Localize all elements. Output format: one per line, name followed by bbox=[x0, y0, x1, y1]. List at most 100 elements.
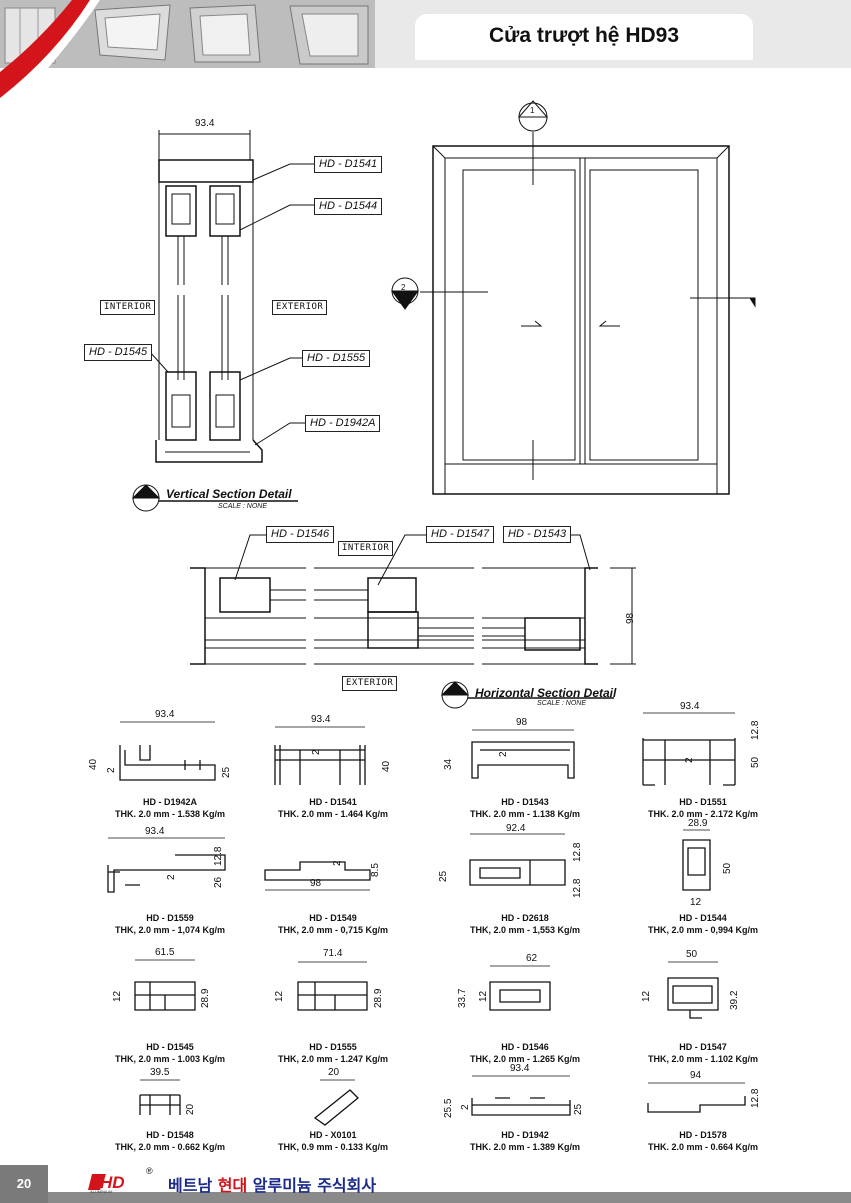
profile-spec: THK. 2.0 mm - 0.664 Kg/m bbox=[647, 1142, 759, 1152]
company-name: 베트남 현대 알루미늄 주식회사 bbox=[168, 1172, 376, 1196]
dim-d2618-height: 25 bbox=[438, 870, 449, 882]
horizontal-section-title: Horizontal Section Detail bbox=[475, 686, 617, 700]
profile-code: HD - D1551 bbox=[679, 797, 727, 807]
vertical-marker-number: 1 bbox=[142, 492, 146, 499]
dim-d1549-thk: 2 bbox=[332, 860, 343, 866]
vertical-section-scale: SCALE : NONE bbox=[218, 503, 268, 510]
dim-d1544-bottom: 12 bbox=[690, 897, 702, 908]
dim-d2618-bottom: 12.8 bbox=[572, 878, 583, 898]
horizontal-section-marker bbox=[440, 681, 614, 709]
dim-d1541-thk: 2 bbox=[311, 749, 322, 755]
dim-d1942a-width: 93.4 bbox=[155, 709, 175, 720]
vertical-exterior-tag: EXTERIOR bbox=[272, 300, 328, 315]
dim-d1549-height: 8.5 bbox=[370, 863, 381, 877]
dim-d1551-top: 12.8 bbox=[750, 720, 761, 740]
company-name-part: 알루미늄 주식회사 bbox=[247, 1176, 377, 1195]
dim-d1549-width: 98 bbox=[310, 878, 322, 889]
dim-d1541-width: 93.4 bbox=[311, 714, 331, 725]
company-logo: HD ALUMINIUM bbox=[88, 1173, 125, 1194]
technical-drawings bbox=[107, 100, 756, 1126]
dim-d1559-top: 12.8 bbox=[213, 846, 224, 866]
vertical-section-marker bbox=[131, 484, 298, 512]
dim-d1548-height: 20 bbox=[185, 1103, 196, 1115]
dim-d1543-height: 34 bbox=[443, 758, 454, 770]
dim-d1555-height: 28.9 bbox=[373, 988, 384, 1008]
profile-spec: THK, 2.0 mm - 0,715 Kg/m bbox=[277, 925, 389, 935]
dim-d1942a-thk: 2 bbox=[106, 767, 117, 773]
profile-code: HD - D1546 bbox=[501, 1042, 549, 1052]
horizontal-interior-tag: INTERIOR bbox=[338, 541, 394, 556]
profile-spec: THK, 2.0 mm - 1,074 Kg/m bbox=[114, 925, 226, 935]
profile-spec: THK, 2.0 mm - 1.102 Kg/m bbox=[647, 1054, 759, 1064]
dim-d2618-top: 12.8 bbox=[572, 842, 583, 862]
page-header bbox=[0, 0, 851, 100]
svg-text:HD: HD bbox=[100, 1173, 125, 1192]
dim-d1547-width: 50 bbox=[686, 949, 698, 960]
dim-d1546-left: 12 bbox=[478, 990, 489, 1002]
company-name-highlight: 현대 bbox=[217, 1176, 248, 1195]
profile-spec: THK, 2.0 mm - 1.247 Kg/m bbox=[277, 1054, 389, 1064]
dim-d1942a-height: 40 bbox=[88, 758, 99, 770]
profile-code: HD - X0101 bbox=[309, 1130, 357, 1140]
dim-d1545-left: 12 bbox=[112, 990, 123, 1002]
profile-spec: THK. 2.0 mm - 1.464 Kg/m bbox=[277, 809, 389, 819]
horizontal-overall-dim: 98 bbox=[625, 612, 636, 624]
dim-d2618-width: 92.4 bbox=[506, 823, 526, 834]
dim-d1544-width: 28.9 bbox=[688, 818, 708, 829]
footer-bar bbox=[48, 1192, 851, 1203]
dim-d1559-width: 93.4 bbox=[145, 826, 165, 837]
profile-code: HD - D1942A bbox=[142, 797, 198, 807]
dim-d1559-thk: 2 bbox=[166, 874, 177, 880]
dim-d1543-thk: 2 bbox=[498, 751, 509, 757]
profile-spec: THK. 2.0 mm - 1.389 Kg/m bbox=[469, 1142, 581, 1152]
dim-d1578-width: 94 bbox=[690, 1070, 702, 1081]
svg-text:ALUMINIUM: ALUMINIUM bbox=[90, 1189, 112, 1194]
dim-d1942-side: 25 bbox=[573, 1103, 584, 1115]
dim-x0101-width: 20 bbox=[328, 1067, 340, 1078]
profile-code: HD - D1543 bbox=[501, 797, 549, 807]
profile-spec: THK, 2.0 mm - 0.662 Kg/m bbox=[114, 1142, 226, 1152]
profile-code: HD - D1548 bbox=[146, 1130, 194, 1140]
elevation-marker-left: 2 bbox=[401, 283, 406, 292]
profile-spec: THK, 2.0 mm - 1,553 Kg/m bbox=[469, 925, 581, 935]
dim-d1548-width: 39.5 bbox=[150, 1067, 170, 1078]
dim-d1551-height: 50 bbox=[750, 756, 761, 768]
title-tab bbox=[415, 14, 753, 60]
dim-d1546-width: 62 bbox=[526, 953, 538, 964]
header-photo bbox=[0, 0, 375, 68]
dim-d1545-height: 28.9 bbox=[200, 988, 211, 1008]
profile-spec: THK. 2.0 mm - 2.172 Kg/m bbox=[647, 809, 759, 819]
elevation-marker-top: 1 bbox=[530, 106, 535, 115]
profile-code: HD - D1545 bbox=[146, 1042, 194, 1052]
dim-d1578-height: 12.8 bbox=[750, 1088, 761, 1108]
profile-spec: THK, 0.9 mm - 0.133 Kg/m bbox=[277, 1142, 389, 1152]
page-number: 20 bbox=[0, 1165, 48, 1203]
dim-d1543-width: 98 bbox=[516, 717, 528, 728]
label-hd-d1942a: HD - D1942A bbox=[305, 415, 381, 432]
profile-code: HD - D1544 bbox=[679, 913, 727, 923]
profile-code: HD - D1549 bbox=[309, 913, 357, 923]
profile-code: HD - D1555 bbox=[309, 1042, 357, 1052]
label-hd-d1541: HD - D1541 bbox=[314, 156, 383, 173]
dim-d1544-height: 50 bbox=[722, 862, 733, 874]
dim-d1551-width: 93.4 bbox=[680, 701, 700, 712]
profile-spec: THK, 2.0 mm - 1.265 Kg/m bbox=[469, 1054, 581, 1064]
vertical-overall-dim: 93.4 bbox=[195, 118, 215, 129]
profile-code: HD - D1541 bbox=[309, 797, 357, 807]
profile-spec: THK, 2.0 mm - 1.003 Kg/m bbox=[114, 1054, 226, 1064]
vertical-section-title: Vertical Section Detail bbox=[166, 487, 292, 501]
profile-drawings bbox=[107, 712, 746, 1126]
profile-spec: THK. 2.0 mm - 1.538 Kg/m bbox=[114, 809, 226, 819]
vertical-interior-tag: INTERIOR bbox=[100, 300, 156, 315]
